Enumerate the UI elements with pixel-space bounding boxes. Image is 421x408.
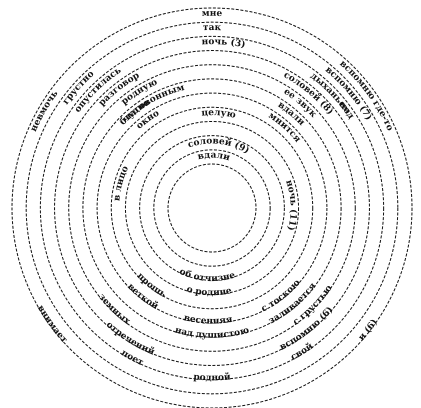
- ring-word-vspomnyu-gde-to: вспомню где-то: [337, 59, 394, 133]
- dashed-ring: [110, 106, 314, 310]
- dashed-ring: [167, 163, 257, 253]
- ring-word-vdali: вдали: [197, 151, 231, 164]
- ring-word-noch-11: ночь (11): [283, 179, 299, 232]
- dashed-ring: [96, 92, 328, 324]
- dashed-ring: [82, 78, 342, 338]
- ring-word-ob-otchizne: об отчизне: [178, 267, 237, 284]
- ring-word-mne: мне: [202, 9, 223, 19]
- ring-word-rodnoy: родной: [193, 371, 231, 383]
- dashed-ring: [39, 35, 385, 381]
- dashed-ring: [54, 50, 370, 366]
- ring-word-vesennyaya: весенняя: [183, 313, 234, 326]
- ring-word-noch-3: ночь (3): [202, 37, 247, 50]
- dashed-ring: [11, 7, 413, 408]
- ring-word-nad-dushistoyu: над душистою: [174, 326, 251, 341]
- dashed-ring: [139, 135, 285, 281]
- ring-word-celuyu: целую: [201, 108, 236, 121]
- dashed-ring: [124, 120, 300, 296]
- dashed-rings: [11, 7, 413, 408]
- dashed-ring: [25, 21, 399, 395]
- dashed-ring: [68, 64, 356, 352]
- ring-word-v-lico: в лицо: [112, 165, 131, 202]
- dashed-ring: [153, 149, 271, 267]
- ring-word-vnimaet: внимает: [35, 304, 69, 346]
- ring-word-tak: так: [203, 23, 222, 33]
- ring-word-zemnyh: земных: [96, 292, 132, 327]
- ring-word-o-rodine: о родине: [185, 285, 233, 299]
